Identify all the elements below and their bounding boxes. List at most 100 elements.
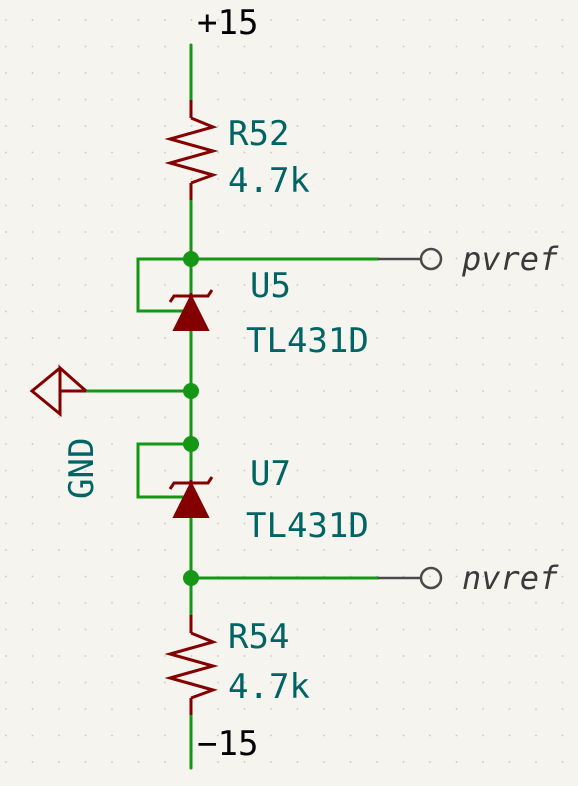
grid-dot xyxy=(84,496,87,498)
u5-ref: U5 xyxy=(250,266,291,306)
grid-dot xyxy=(190,655,193,657)
grid-dot xyxy=(5,231,7,233)
resistor-r52-symbol[interactable] xyxy=(164,100,219,200)
grid-dot xyxy=(455,390,458,392)
grid-dot xyxy=(137,575,140,578)
grid-dot xyxy=(137,151,140,154)
grid-dot xyxy=(296,98,299,101)
grid-dot xyxy=(296,310,299,313)
grid-dot xyxy=(349,72,352,74)
grid-dot xyxy=(508,575,511,578)
grid-dot xyxy=(535,151,537,154)
grid-dot xyxy=(376,231,378,233)
grid-dot xyxy=(58,257,60,260)
grid-dot xyxy=(429,390,431,392)
grid-dot xyxy=(58,72,60,74)
grid-dot xyxy=(508,522,511,525)
grid-dot xyxy=(217,681,219,684)
grid-dot xyxy=(376,284,378,286)
grid-dot xyxy=(190,151,193,154)
grid-dot xyxy=(455,72,458,74)
grid-dot xyxy=(270,363,272,366)
grid-dot xyxy=(376,390,378,392)
grid-dot xyxy=(270,549,272,551)
grid-dot xyxy=(561,178,564,180)
grid-dot xyxy=(31,628,34,631)
grid-dot xyxy=(84,628,87,631)
grid-dot xyxy=(31,761,34,763)
pvref-pin-circle[interactable] xyxy=(419,247,443,271)
grid-dot xyxy=(349,178,352,180)
grid-dot xyxy=(296,231,299,233)
grid-dot xyxy=(455,45,458,48)
grid-dot xyxy=(217,549,219,551)
grid-dot xyxy=(5,602,7,604)
grid-dot xyxy=(482,628,484,631)
grid-dot xyxy=(270,45,272,48)
grid-dot xyxy=(429,416,431,419)
grid-dot xyxy=(243,469,246,472)
grid-dot xyxy=(31,575,34,578)
grid-dot xyxy=(137,231,140,233)
grid-dot xyxy=(190,19,193,21)
grid-dot xyxy=(58,655,60,657)
grid-dot xyxy=(561,231,564,233)
grid-dot xyxy=(349,681,352,684)
net-label-pvref[interactable]: pvref xyxy=(461,240,559,278)
grid-dot xyxy=(111,310,113,313)
grid-dot xyxy=(323,337,325,339)
grid-dot xyxy=(429,496,431,498)
grid-dot xyxy=(323,522,325,525)
nvref-pin-circle[interactable] xyxy=(419,566,443,590)
grid-dot xyxy=(535,681,537,684)
grid-dot xyxy=(296,602,299,604)
grid-dot xyxy=(5,363,7,366)
grid-dot xyxy=(58,231,60,233)
grid-dot xyxy=(58,496,60,498)
grid-dot xyxy=(243,443,246,445)
grid-dot xyxy=(349,19,352,21)
wire-u5-ref-loop[interactable] xyxy=(136,257,193,313)
grid-dot xyxy=(349,602,352,604)
grid-dot xyxy=(323,19,325,21)
grid-dot xyxy=(217,19,219,21)
tl431-u5-symbol[interactable] xyxy=(168,289,214,331)
grid-dot xyxy=(561,363,564,366)
grid-dot xyxy=(508,204,511,207)
grid-dot xyxy=(323,681,325,684)
grid-dot xyxy=(455,98,458,101)
grid-dot xyxy=(164,628,166,631)
grid-dot xyxy=(455,416,458,419)
grid-dot xyxy=(5,708,7,710)
junction-dot xyxy=(183,570,199,586)
grid-dot xyxy=(164,734,166,737)
gnd-symbol[interactable] xyxy=(29,364,87,418)
grid-dot xyxy=(58,602,60,604)
grid-dot xyxy=(5,151,7,154)
grid-dot xyxy=(217,45,219,48)
grid-dot xyxy=(508,549,511,551)
r54-ref: R54 xyxy=(228,617,289,657)
grid-dot xyxy=(217,761,219,763)
grid-dot xyxy=(5,761,7,763)
grid-dot xyxy=(323,125,325,127)
grid-dot xyxy=(31,443,34,445)
grid-dot xyxy=(5,98,7,101)
grid-dot xyxy=(482,708,484,710)
grid-dot xyxy=(323,178,325,180)
net-label-nvref[interactable]: nvref xyxy=(462,559,559,597)
grid-dot xyxy=(535,98,537,101)
grid-dot xyxy=(84,602,87,604)
grid-dot xyxy=(349,469,352,472)
grid-dot xyxy=(296,522,299,525)
grid-dot xyxy=(5,178,7,180)
grid-dot xyxy=(137,522,140,525)
tl431-u7-symbol[interactable] xyxy=(168,476,214,518)
grid-dot xyxy=(376,761,378,763)
resistor-r54-symbol[interactable] xyxy=(164,615,219,715)
grid-dot xyxy=(84,761,87,763)
grid-dot xyxy=(270,284,272,286)
wire-u7-ref-loop[interactable] xyxy=(136,442,193,499)
r52-value: 4.7k xyxy=(228,161,310,201)
grid-dot xyxy=(535,549,537,551)
